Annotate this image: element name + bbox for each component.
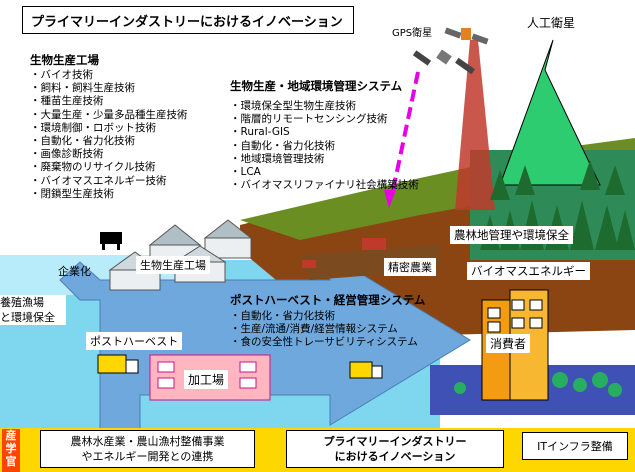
- bottom-box-innovation: プライマリーインダストリー におけるイノベーション: [286, 430, 504, 468]
- satellite-icon: [444, 27, 489, 45]
- precision-label: 精密農業: [384, 258, 436, 276]
- list-item: ・廃棄物のリサイクル技術: [30, 161, 156, 174]
- list-item: ・生産/流通/消費/経営情報システム: [230, 323, 398, 336]
- list-item: ・自動化・省力化技術: [30, 135, 135, 148]
- page-title: プライマリーインダストリーにおけるイノベーション: [22, 6, 354, 34]
- list-item: ・環境制御・ロボット技術: [30, 121, 156, 134]
- gps-satellite-icon: [412, 49, 475, 75]
- section-bio-list: ・バイオ技術 ・飼料・飼料生産技術 ・種苗生産技術 ・大量生産・少量多品種生産技…: [30, 69, 188, 201]
- section-bio: 生物生産工場 ・バイオ技術 ・飼料・飼料生産技術 ・種苗生産技術 ・大量生産・少…: [30, 52, 188, 201]
- sidebar-char: 官: [5, 455, 17, 468]
- section-bio-title: 生物生産工場: [30, 53, 99, 67]
- satellite-beam: [499, 39, 601, 186]
- list-item: ・食の安全性トレーサビリティシステム: [230, 336, 418, 349]
- tractor-icon: [362, 238, 386, 250]
- section-post-list: ・自動化・省力化技術 ・生産/流通/消費/経営情報システム ・食の安全性トレーサ…: [230, 310, 425, 350]
- processing-label: 加工場: [184, 370, 229, 389]
- truck-icon: [349, 361, 383, 379]
- city-trees: [454, 372, 622, 397]
- company-label: 企業化: [58, 265, 91, 278]
- truck-field-icon: [302, 260, 316, 268]
- cow-icon: [100, 232, 122, 250]
- list-item: ・自動化・省力化技術: [230, 310, 335, 322]
- list-item: ・バイオ技術: [30, 69, 93, 81]
- list-item: ・飼料・飼料生産技術: [30, 82, 135, 95]
- list-item: ・Rural-GIS: [230, 126, 290, 139]
- postharvest-label: ポストハーベスト: [86, 332, 183, 350]
- list-item: ・大量生産・少量多品種生産技術: [30, 108, 188, 121]
- bottom-box-it: ITインフラ整備: [522, 432, 628, 460]
- list-item: ・バイオマスリファイナリ社会構築技術: [230, 179, 419, 192]
- list-item: ・階層的リモートセンシング技術: [230, 113, 388, 126]
- biomass-label: バイオマスエネルギー: [467, 262, 590, 280]
- bottom-box-collaboration: 農林水産業・農山漁村整備事業 やエネルギー開発との連携: [40, 430, 255, 468]
- truck-icon: [97, 354, 139, 374]
- list-item: ・画像診断技術: [30, 148, 104, 161]
- list-item: ・LCA: [230, 166, 261, 179]
- section-post: ポストハーベスト・経営管理システム ・自動化・省力化技術 ・生産/流通/消費/経…: [230, 292, 425, 350]
- gps-signal-arrowhead: [384, 190, 396, 208]
- section-env: 生物生産・地域環境管理システム ・環境保全型生物生産技術 ・階層的リモートセンシ…: [230, 78, 419, 192]
- section-post-title: ポストハーベスト・経営管理システム: [230, 293, 426, 307]
- list-item: ・環境保全型生物生産技術: [230, 100, 356, 112]
- list-item: ・種苗生産技術: [30, 95, 104, 108]
- sector-sidebar: 産 学 官: [2, 429, 20, 472]
- aquaculture-label: 養殖漁場 と環境保全: [0, 295, 66, 325]
- beam-cone: [455, 40, 495, 210]
- consumer-label: 消費者: [486, 334, 531, 353]
- sidebar-char: 産: [5, 429, 17, 442]
- sidebar-char: 学: [5, 442, 17, 455]
- list-item: ・閉鎖型生産技術: [30, 187, 114, 200]
- list-item: ・地域環境管理技術: [230, 152, 325, 165]
- farmland-label: 農林地管理や環境保全: [450, 226, 573, 244]
- gps-signal-arrow: [390, 71, 420, 196]
- section-env-list: ・環境保全型生物生産技術 ・階層的リモートセンシング技術 ・Rural-GIS …: [230, 100, 419, 192]
- list-item: ・自動化・省力化技術: [230, 139, 335, 152]
- list-item: ・バイオマスエネルギー技術: [30, 174, 167, 187]
- factory-label: 生物生産工場: [136, 256, 210, 274]
- gps-label: GPS衛星: [392, 28, 433, 39]
- section-env-title: 生物生産・地域環境管理システム: [230, 79, 403, 93]
- satellite-label: 人工衛星: [527, 16, 576, 30]
